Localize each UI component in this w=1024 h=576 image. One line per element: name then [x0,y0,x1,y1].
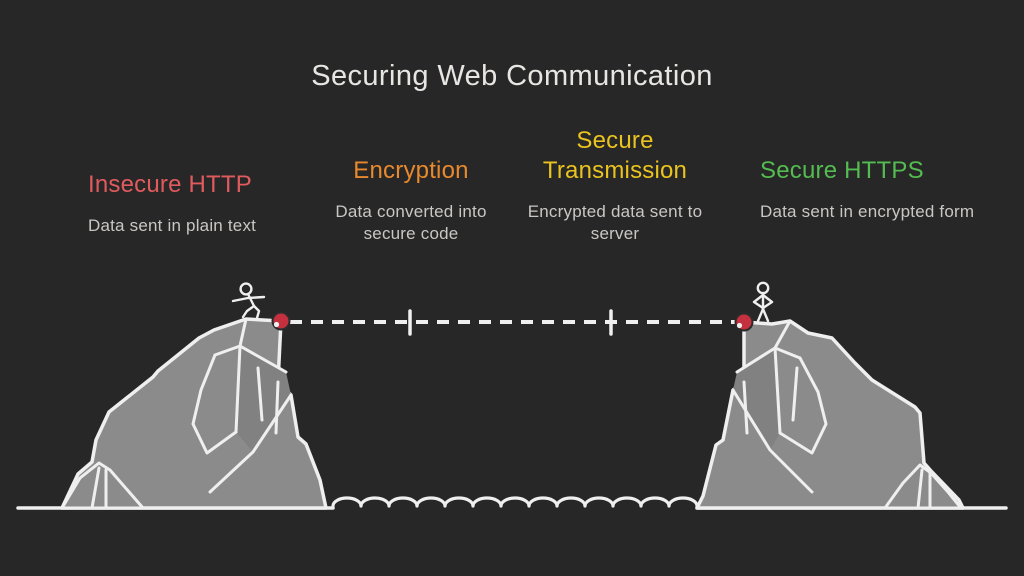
step-description-insecure-http: Data sent in plain text [88,216,257,235]
step-label-encryption: Encryption [353,157,469,184]
stick-figure-pushing-ball-icon [231,282,266,320]
left-cliff-shade-facet [236,346,291,452]
rope-end-balls [271,311,754,332]
ball-highlight-right [736,322,743,329]
red-ball-right-icon [734,312,754,332]
stick-figure-standing-icon [752,281,774,323]
step-label-secure-transmission: Secure Transmission [542,127,688,184]
left-cliff-facet-lines [90,317,293,510]
page-title: Securing Web Communication [311,60,713,92]
right-cliff [695,319,965,510]
left-cliff-rock [60,461,145,510]
step-description-secure-transmission: Encrypted data sent to server [527,202,703,243]
scene-outlines [16,281,1008,510]
step-insecure-http: Insecure HTTP Data sent in plain text [88,170,310,237]
step-secure-https: Secure HTTPS Data sent in encrypted form [760,156,978,223]
step-secure-transmission: Secure Transmission Encrypted data sent … [515,126,715,245]
step-encryption: Encryption Data converted into secure co… [316,156,506,245]
step-description-encryption: Data converted into secure code [335,202,487,243]
right-cliff-shade-facet [733,348,780,450]
water-waves-icon [331,496,699,508]
step-label-secure-https: Secure HTTPS [760,157,924,184]
step-description-secure-https: Data sent in encrypted form [760,202,975,221]
red-ball-left-icon [271,311,291,331]
right-cliff-facet-lines [731,319,932,510]
ball-highlight-left [273,321,280,328]
step-label-insecure-http: Insecure HTTP [88,171,252,198]
